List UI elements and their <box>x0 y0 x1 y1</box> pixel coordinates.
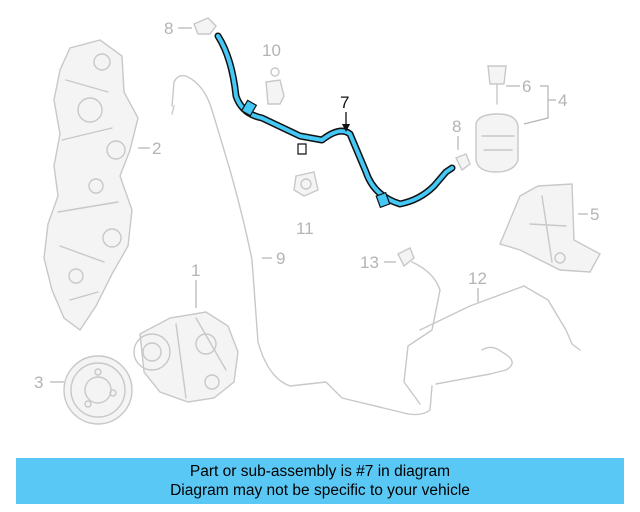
callout-8-top: 8 <box>164 19 173 38</box>
banner-line-1: Part or sub-assembly is #7 in diagram <box>189 463 451 480</box>
banner-line-2: Diagram may not be specific to your vehi… <box>170 482 470 499</box>
pressure-line-part-9 <box>171 74 433 416</box>
steering-pump-part-1 <box>133 311 239 403</box>
callout-1: 1 <box>191 261 200 280</box>
pulley-part-3 <box>63 355 133 425</box>
steering-hose-part-7 <box>214 32 456 209</box>
callout-12: 12 <box>468 269 487 288</box>
clamp-part-8-right <box>455 153 471 172</box>
cap-part-6 <box>487 65 507 105</box>
callout-7: 7 <box>340 93 349 112</box>
leader-7-arrow <box>342 124 350 132</box>
clamp-part-8-top <box>193 17 217 35</box>
reservoir-part-4 <box>475 113 519 173</box>
line-9-end <box>171 105 175 115</box>
callout-13: 13 <box>360 253 379 272</box>
callout-9: 9 <box>276 249 285 268</box>
callout-5: 5 <box>590 205 599 224</box>
fitting-part-11 <box>293 171 319 197</box>
leader-4 <box>523 85 556 125</box>
bracket-assembly-part-2 <box>43 39 139 332</box>
parts-diagram: 2 3 1 9 13 12 10 <box>34 17 601 425</box>
callout-10: 10 <box>262 41 281 60</box>
return-line-part-12 <box>419 285 581 351</box>
callout-3: 3 <box>34 373 43 392</box>
callout-4: 4 <box>558 91 567 110</box>
callout-2: 2 <box>152 139 161 158</box>
callout-6: 6 <box>522 77 531 96</box>
callout-11: 11 <box>296 219 314 238</box>
fitting-part-13 <box>397 247 441 405</box>
fitting-part-10 <box>265 67 285 105</box>
info-banner: Part or sub-assembly is #7 in diagram Di… <box>16 458 624 504</box>
callout-8-right: 8 <box>452 117 461 136</box>
mount-bracket-part-5 <box>499 183 601 273</box>
